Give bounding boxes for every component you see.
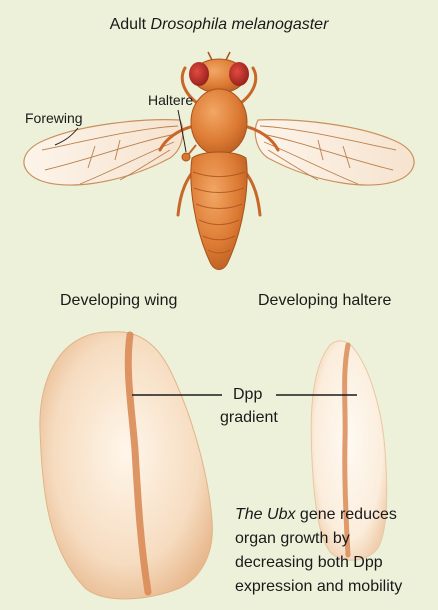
fly-head — [189, 52, 249, 93]
right-wing — [255, 120, 414, 185]
left-wing — [24, 120, 183, 185]
caption: The Ubx gene reduces organ growth by dec… — [235, 503, 402, 599]
caption-line-4: expression and mobility — [235, 575, 402, 599]
haltere-label: Haltere — [148, 90, 193, 111]
right-eye — [229, 62, 249, 86]
caption-line-3: decreasing both Dpp — [235, 551, 402, 575]
caption-line-1-rest: gene reduces — [295, 506, 396, 523]
dpp-label: Dpp — [233, 384, 262, 405]
caption-line-1: The Ubx gene reduces — [235, 503, 402, 527]
developing-wing-label: Developing wing — [60, 290, 177, 311]
fly-abdomen — [191, 152, 247, 270]
forewing-label: Forewing — [25, 108, 83, 129]
gradient-label: gradient — [220, 407, 278, 428]
wing-disc — [40, 332, 213, 599]
left-eye — [189, 62, 209, 86]
developing-haltere-label: Developing haltere — [258, 290, 391, 311]
fly-thorax — [191, 89, 247, 155]
caption-italic: The Ubx — [235, 506, 295, 523]
caption-line-2: organ growth by — [235, 527, 402, 551]
